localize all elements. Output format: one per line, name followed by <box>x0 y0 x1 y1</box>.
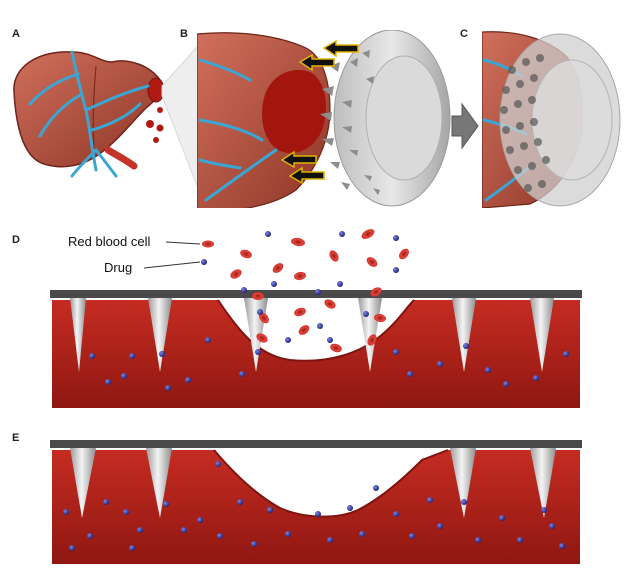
drug-particles-d <box>89 231 569 391</box>
drug-legend-icon <box>201 259 207 265</box>
legend-rbc-label: Red blood cell <box>68 234 151 249</box>
wound-area <box>262 70 326 154</box>
panel-d-illustration <box>50 229 582 408</box>
arrow-icon <box>322 39 359 58</box>
tissue-block-d <box>52 300 580 408</box>
red-blood-cells-d <box>230 229 409 353</box>
panel-label-c: C <box>460 28 468 40</box>
panel-b-illustration <box>197 30 452 208</box>
liver-vessels <box>28 50 150 178</box>
wound-surface-e <box>213 449 449 518</box>
arrow-icon <box>298 53 335 72</box>
drug-particles-e <box>63 461 565 551</box>
panel-e-illustration <box>50 440 582 564</box>
pressure-arrows <box>280 39 359 185</box>
microneedle-patch <box>320 30 451 207</box>
sequence-arrow-icon <box>451 102 479 150</box>
liver-artery <box>104 146 138 170</box>
legend-icons <box>143 240 214 269</box>
patch-backing-e <box>50 440 582 448</box>
rbc-legend-icon <box>202 240 214 248</box>
blood-drops <box>146 107 164 143</box>
panel-label-a: A <box>12 28 20 40</box>
legend-drug-label: Drug <box>104 260 133 275</box>
tissue-block-e <box>52 450 580 564</box>
needle-marks <box>500 54 550 192</box>
arrow-icon <box>288 166 325 185</box>
microneedles-e <box>70 448 556 518</box>
panel-c-illustration <box>482 30 632 208</box>
panel-label-e: E <box>12 432 20 444</box>
arrow-icon <box>280 150 317 169</box>
wound-surface-d <box>217 299 415 362</box>
liver-illustration <box>13 50 165 178</box>
panel-label-b: B <box>180 28 188 40</box>
panel-label-d: D <box>12 234 20 246</box>
